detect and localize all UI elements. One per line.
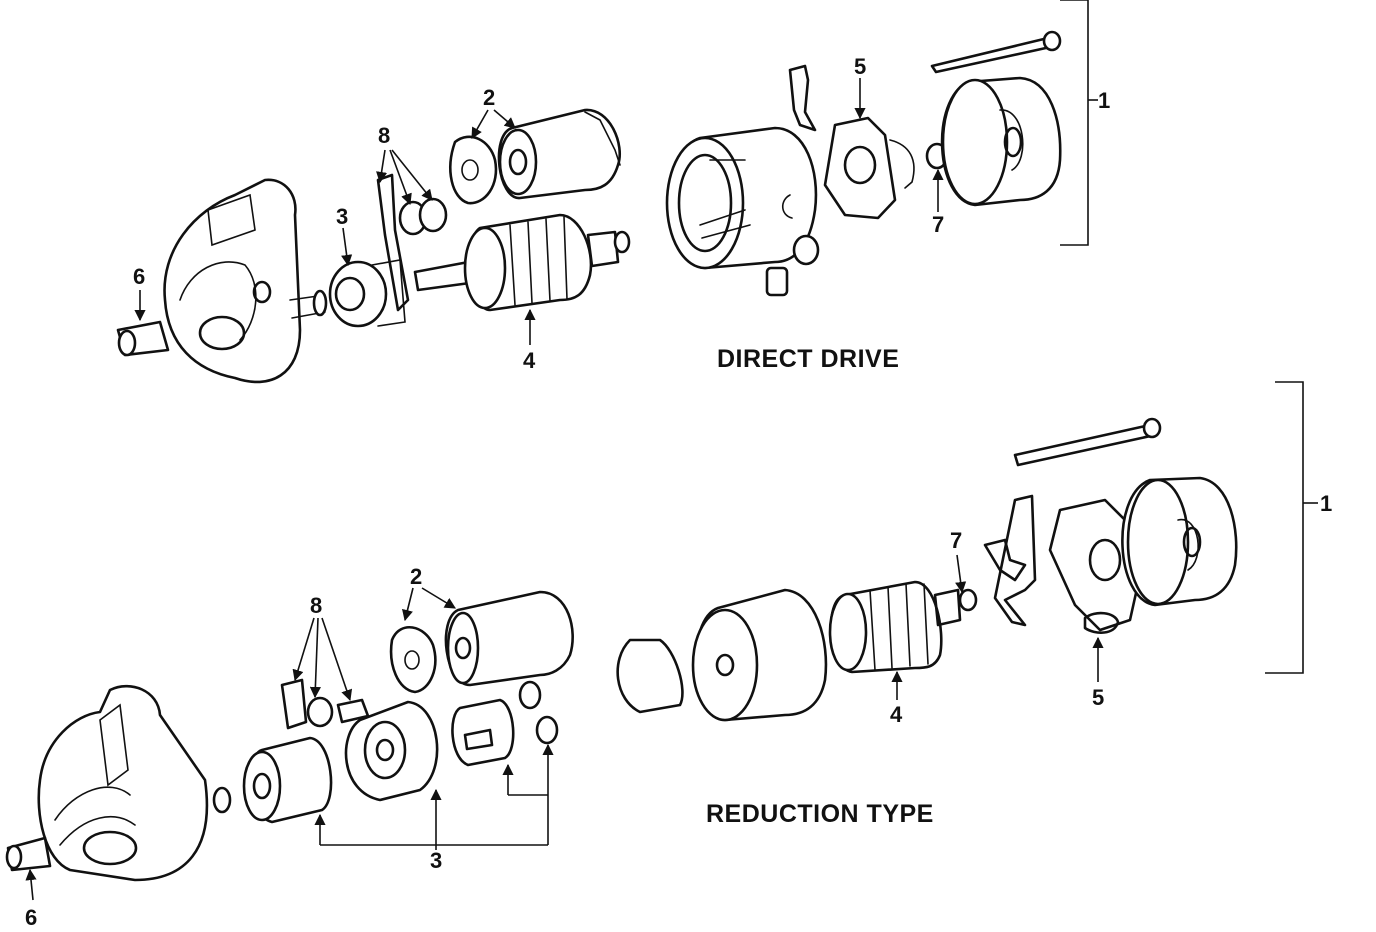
dd-drive-housing (116, 178, 328, 384)
dd-small-parts (398, 197, 448, 236)
rt-callout-1: 1 (1320, 491, 1332, 516)
rt-brush-holder (983, 417, 1162, 634)
rt-pinion-gear-set (242, 680, 559, 824)
dd-armature (413, 213, 631, 312)
rt-callout-7: 7 (950, 528, 962, 553)
dd-brush-holder (788, 64, 915, 220)
dd-callout-2: 2 (483, 85, 495, 110)
rt-callout-3: 3 (430, 848, 442, 873)
rt-callout-5: 5 (1092, 685, 1104, 710)
callout-numbers: 1 2 3 4 5 6 7 8 1 2 3 4 5 6 7 8 (25, 54, 1332, 930)
dd-field-frame (665, 126, 820, 297)
dd-end-cover (930, 30, 1062, 207)
rt-callout-6: 6 (25, 905, 37, 930)
dd-callout-1: 1 (1098, 88, 1110, 113)
rt-callout-2: 2 (410, 564, 422, 589)
rt-lever-parts (280, 678, 370, 730)
reduction-type-title: REDUCTION TYPE (706, 800, 934, 828)
rt-end-cover (1121, 476, 1238, 607)
rt-solenoid (389, 590, 574, 694)
dd-callout-5: 5 (854, 54, 866, 79)
dd-callout-3: 3 (336, 204, 348, 229)
dd-callout-8: 8 (378, 123, 390, 148)
dd-callout-7: 7 (932, 212, 944, 237)
direct-drive-title: DIRECT DRIVE (717, 345, 899, 373)
reduction-type-assembly (5, 417, 1238, 882)
dd-callout-4: 4 (523, 348, 536, 373)
dd-callout-6: 6 (133, 264, 145, 289)
rt-armature (828, 580, 978, 674)
rt-callout-4: 4 (890, 702, 903, 727)
dd-solenoid (449, 108, 621, 205)
rt-field-frame (691, 588, 828, 722)
rt-retaining-ring (616, 638, 684, 714)
rt-callout-8: 8 (310, 593, 322, 618)
direct-drive-assembly (116, 30, 1062, 384)
leader-lines (25, 0, 1318, 901)
rt-drive-housing (5, 684, 232, 882)
dd-drive-pinion (328, 173, 410, 328)
